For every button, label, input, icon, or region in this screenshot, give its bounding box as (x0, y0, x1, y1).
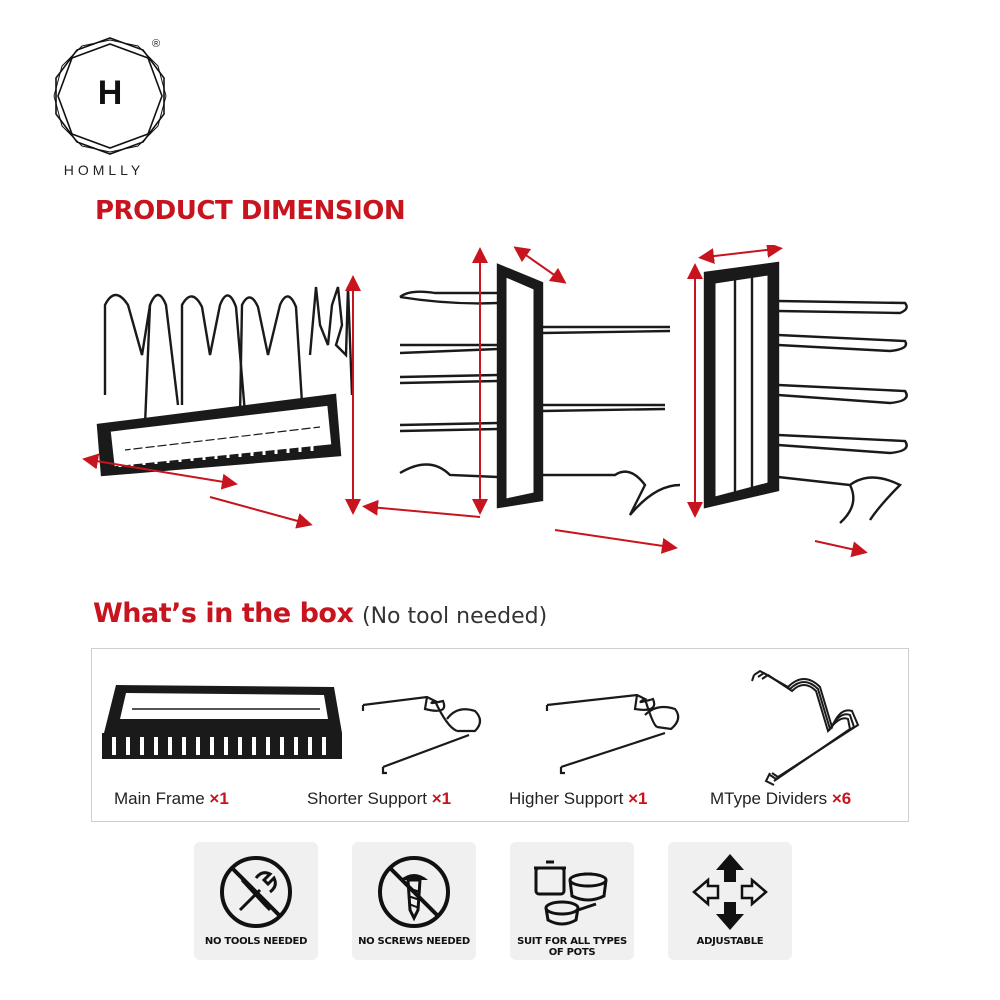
feature-no-tools: NO TOOLS NEEDED (194, 842, 318, 960)
main-frame-illustration (102, 685, 342, 759)
feature-label: ADJUSTABLE (696, 936, 764, 947)
mtype-dividers-illustration (751, 669, 860, 786)
part-label: Main Frame ×1 (114, 789, 229, 809)
part-label: MType Dividers ×6 (710, 789, 851, 809)
brand-logo: H (48, 34, 172, 158)
rack-side-view-right (703, 261, 908, 524)
shorter-support-illustration (361, 695, 482, 775)
part-main-frame: Main Frame ×1 (102, 649, 342, 823)
dimension-illustration (82, 245, 908, 558)
logo-letter: H (97, 74, 123, 112)
part-shorter-support: Shorter Support ×1 (307, 649, 507, 823)
part-name: MType Dividers (710, 789, 828, 808)
adjustable-arrows-icon (692, 854, 768, 930)
pots-icon (534, 860, 608, 926)
feature-label: NO SCREWS NEEDED (358, 936, 470, 947)
box-title: What’s in the box (93, 598, 354, 629)
rack-side-view-left (399, 263, 681, 516)
rack-front-view (96, 286, 354, 477)
part-name: Main Frame (114, 789, 205, 808)
registered-mark: ® (152, 38, 161, 50)
higher-support-illustration (545, 693, 680, 775)
brand-name: HOMLLY (63, 162, 145, 178)
part-mtype-dividers: MType Dividers ×6 (708, 649, 908, 823)
box-contents-panel: Main Frame ×1 Shorter Support ×1 (91, 648, 909, 822)
part-qty: ×6 (831, 789, 852, 808)
part-name: Shorter Support (307, 789, 428, 808)
part-label: Shorter Support ×1 (307, 789, 451, 809)
feature-all-pots: SUIT FOR ALL TYPES OF POTS (510, 842, 634, 960)
feature-adjustable: ADJUSTABLE (668, 842, 792, 960)
feature-label: SUIT FOR ALL TYPES OF POTS (517, 936, 627, 958)
feature-no-screws: NO SCREWS NEEDED (352, 842, 476, 960)
part-qty: ×1 (209, 789, 229, 808)
part-qty: ×1 (628, 789, 648, 808)
part-qty: ×1 (431, 789, 452, 808)
feature-label: NO TOOLS NEEDED (204, 936, 308, 947)
box-subtitle: (No tool needed) (362, 604, 548, 629)
part-name: Higher Support (509, 789, 624, 808)
dimension-title: PRODUCT DIMENSION (95, 196, 406, 226)
part-higher-support: Higher Support ×1 (507, 649, 707, 823)
part-label: Higher Support ×1 (509, 789, 647, 809)
no-screws-icon (378, 856, 450, 928)
no-tools-icon (220, 856, 292, 928)
